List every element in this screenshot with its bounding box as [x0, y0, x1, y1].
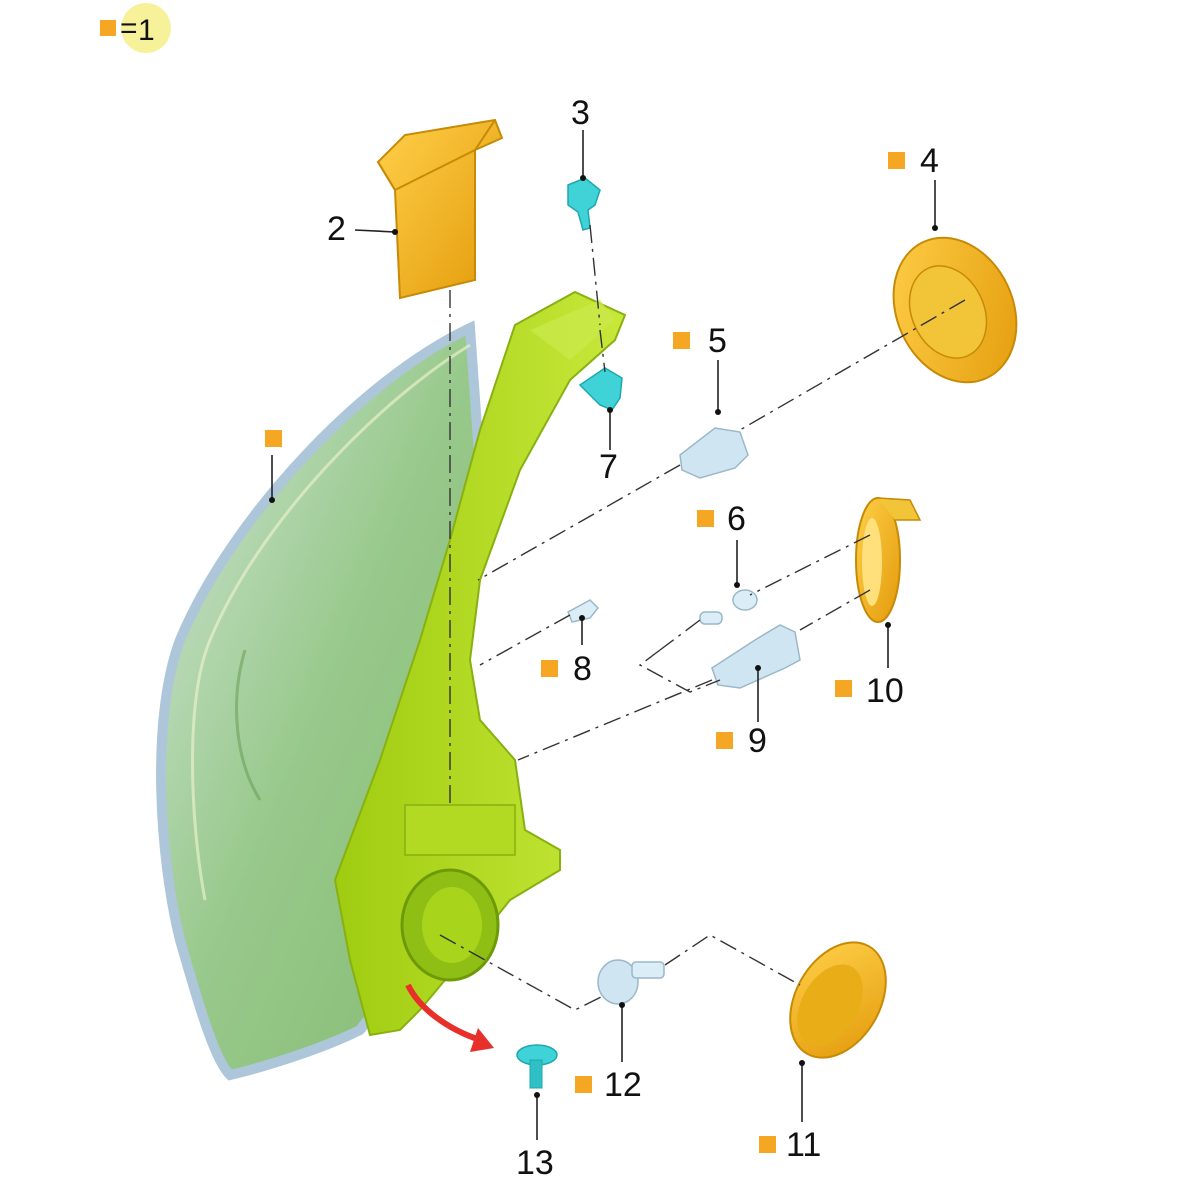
legend-assembly-number: 1	[138, 14, 155, 47]
part-6-bulb	[699, 589, 758, 625]
marker-8	[541, 660, 558, 677]
marker-10	[835, 680, 852, 697]
callout-labels: 2 3 4 5 6 7 8 9 10 11 12 13	[327, 94, 939, 1182]
marker-4	[888, 152, 905, 169]
callout-11: 11	[786, 1126, 821, 1164]
part-5-bulb	[679, 427, 749, 479]
callout-6: 6	[727, 500, 746, 538]
part-8-bulb	[567, 599, 600, 623]
part-2-control-module	[376, 118, 504, 300]
marker-9	[716, 732, 733, 749]
red-direction-arrow	[405, 983, 494, 1052]
callout-13: 13	[516, 1144, 554, 1182]
callout-10: 10	[866, 672, 904, 710]
marker-5	[673, 332, 690, 349]
part-11-cover-cap	[789, 941, 887, 1059]
marker-lens	[265, 430, 282, 447]
part-3-clip	[567, 177, 601, 231]
callout-4: 4	[920, 142, 939, 180]
marker-6	[697, 510, 714, 527]
part-13-clip	[516, 1044, 558, 1089]
callout-8: 8	[573, 650, 592, 688]
legend-highlight	[121, 3, 171, 53]
assembly-markers	[265, 152, 905, 1153]
callout-9: 9	[748, 722, 767, 760]
marker-11	[759, 1136, 776, 1153]
legend: = 1	[100, 3, 171, 53]
callout-5: 5	[708, 322, 727, 360]
part-10-retaining-ring	[855, 497, 922, 623]
callout-12: 12	[604, 1066, 642, 1104]
leader-lines	[269, 130, 938, 1140]
marker-12	[575, 1076, 592, 1093]
callout-7: 7	[599, 448, 618, 486]
headlamp-housing	[333, 290, 627, 1037]
legend-equals: =	[120, 12, 138, 45]
callout-3: 3	[571, 94, 590, 132]
part-9-bulb	[711, 624, 801, 689]
part-12-bulb	[597, 959, 665, 1005]
callout-2: 2	[327, 210, 346, 248]
legend-marker-icon	[100, 20, 116, 36]
assembly-lines	[439, 224, 966, 1011]
part-4-cover-cap	[892, 236, 1018, 384]
part-7-clip	[578, 367, 623, 411]
